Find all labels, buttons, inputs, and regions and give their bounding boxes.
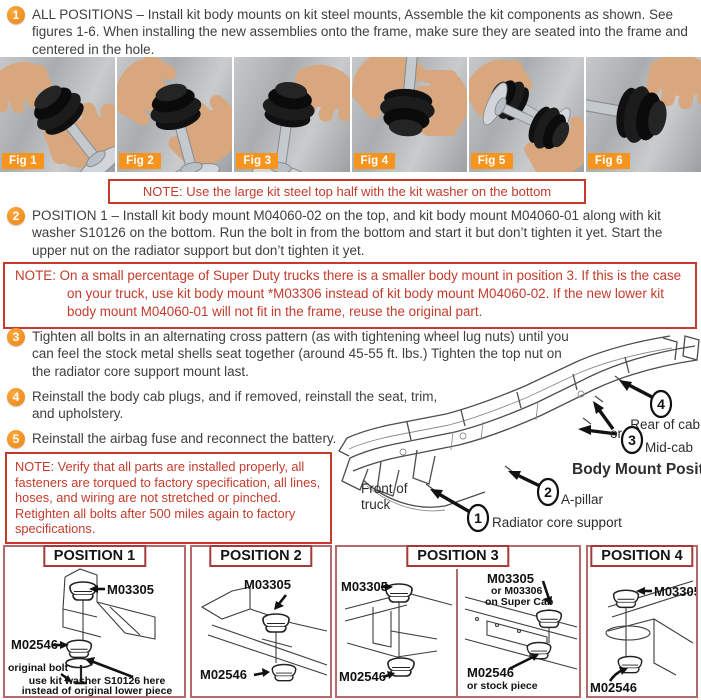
- callout-4-number: 4: [657, 396, 665, 412]
- position-3-panel: POSITION 3 M03305 M02546 M03305 or M0330…: [335, 545, 581, 698]
- callout-4-label: Rear of cab: [630, 417, 700, 432]
- step-2-text: POSITION 1 – Install kit body mount M040…: [32, 208, 663, 258]
- note-verify-installation: NOTE: Verify that all parts are installe…: [5, 452, 332, 544]
- step-5-text: Reinstall the airbag fuse and reconnect …: [32, 431, 337, 446]
- front-of-truck-label: Front of truck: [361, 481, 408, 512]
- position-2-bottom-label: M02546: [200, 667, 247, 682]
- position-4-art: M03305 M02546: [590, 580, 696, 695]
- position-3-left-bottom-label: M02546: [339, 669, 386, 684]
- front-of-truck-line1: Front of: [361, 481, 408, 496]
- figure-photo-strip: Fig 1 Fig 2 Fig 3 Fig 4 Fig 5: [0, 57, 701, 172]
- front-of-truck-line2: truck: [361, 497, 391, 512]
- note-kit-steel-top-half: NOTE: Use the large kit steel top half w…: [108, 179, 586, 204]
- fig-1-badge: Fig 1: [2, 153, 44, 169]
- position-3-right-top-label1: M03305: [487, 571, 534, 586]
- position-2-panel: POSITION 2 M03305 M02546: [190, 545, 332, 698]
- step-3: 3 Tighten all bolts in an alternating cr…: [7, 328, 592, 380]
- callout-1-label: Radiator core support: [492, 515, 622, 530]
- position-3-right-top-label2: or M03306: [491, 585, 543, 597]
- step-4-text: Reinstall the body cab plugs, and if rem…: [32, 389, 438, 422]
- callout-3-label: Mid-cab: [645, 440, 693, 455]
- step-5-number: 5: [7, 430, 25, 448]
- position-2-art: M03305 M02546: [200, 577, 328, 682]
- step-4: 4 Reinstall the body cab plugs, and if r…: [7, 388, 457, 423]
- position-2-title: POSITION 2: [209, 545, 313, 567]
- callout-2: 2 A-pillar: [536, 477, 604, 507]
- position-1-caption-line1: use kit washer S10126 here: [29, 675, 166, 687]
- position-2-sketch: [200, 586, 328, 676]
- position-3-left-sketch: [344, 592, 453, 659]
- position-2-top-label: M03305: [244, 577, 291, 592]
- photo-fig-2: Fig 2: [117, 57, 233, 172]
- fig-5-badge: Fig 5: [470, 153, 513, 169]
- fig-3-badge: Fig 3: [236, 153, 279, 169]
- position-1-art: M03305 M02546 original bolt use kit wash…: [8, 568, 173, 696]
- callout-3-number: 3: [628, 432, 636, 448]
- photo-fig-5: Fig 5: [468, 57, 584, 172]
- photo-fig-4: Fig 4: [351, 57, 467, 172]
- position-1-bottom-label: M02546: [11, 637, 58, 652]
- position-4-panel: POSITION 4 M03305 M02546: [586, 545, 698, 698]
- callout-3: or 3 Mid-cab: [610, 425, 693, 455]
- step-4-number: 4: [7, 388, 25, 406]
- note-super-duty-position3: NOTE: On a small percentage of Super Dut…: [3, 262, 697, 329]
- position-4-top-label: M03305: [654, 584, 696, 599]
- callout-1-number: 1: [474, 510, 482, 526]
- diagram-title: Body Mount Positions: [572, 461, 701, 478]
- truck-frame-sketch: [338, 335, 700, 512]
- step-5: 5 Reinstall the airbag fuse and reconnec…: [7, 430, 477, 448]
- step-3-number: 3: [7, 328, 25, 346]
- position-4-bottom-label: M02546: [590, 680, 637, 695]
- position-1-caption-line2: instead of original lower piece: [22, 685, 173, 696]
- callout-1: 1 Radiator core support: [466, 503, 622, 533]
- position-3-art: M03305 M02546 M03305 or M03306 on Super …: [339, 569, 578, 696]
- step-2: 2 POSITION 1 – Install kit body mount M0…: [7, 207, 695, 259]
- position-3-right-bottom-label2: or stock piece: [467, 680, 538, 692]
- position-3-left-top-label: M03305: [341, 579, 388, 594]
- fig-2-badge: Fig 2: [119, 153, 162, 169]
- callout-2-label: A-pillar: [561, 492, 604, 507]
- step-2-number: 2: [7, 207, 25, 225]
- step-1-text: ALL POSITIONS – Install kit body mounts …: [32, 7, 688, 57]
- callout-arrows: [430, 380, 653, 514]
- position-1-sketch: [62, 568, 156, 643]
- fig-6-badge: Fig 6: [587, 153, 630, 169]
- callout-2-number: 2: [544, 484, 552, 500]
- step-1-number: 1: [7, 6, 25, 24]
- position-3-right-bottom-label1: M02546: [467, 665, 514, 680]
- step-3-text: Tighten all bolts in an alternating cros…: [32, 329, 569, 379]
- position-3-title: POSITION 3: [406, 545, 510, 567]
- fig-4-badge: Fig 4: [353, 153, 396, 169]
- photo-fig-6: Fig 6: [585, 57, 701, 172]
- position-1-panel: POSITION 1 M03305 M02546 original bolt u…: [3, 545, 186, 698]
- position-3-right-top-label3: on Super Cab: [485, 596, 553, 608]
- photo-fig-1: Fig 1: [0, 57, 116, 172]
- photo-fig-3: Fig 3: [234, 57, 350, 172]
- position-1-title: POSITION 1: [42, 545, 147, 567]
- or-label: or: [610, 426, 623, 441]
- position-1-bolt-label: original bolt: [8, 662, 69, 674]
- position-4-title: POSITION 4: [590, 545, 694, 567]
- body-mount-positions-diagram: 4 Rear of cab or 3 Mid-cab Body Mount Po…: [338, 335, 701, 533]
- step-1: 1 ALL POSITIONS – Install kit body mount…: [7, 6, 695, 58]
- position-1-top-label: M03305: [107, 582, 154, 597]
- callout-4: 4 Rear of cab: [630, 389, 700, 432]
